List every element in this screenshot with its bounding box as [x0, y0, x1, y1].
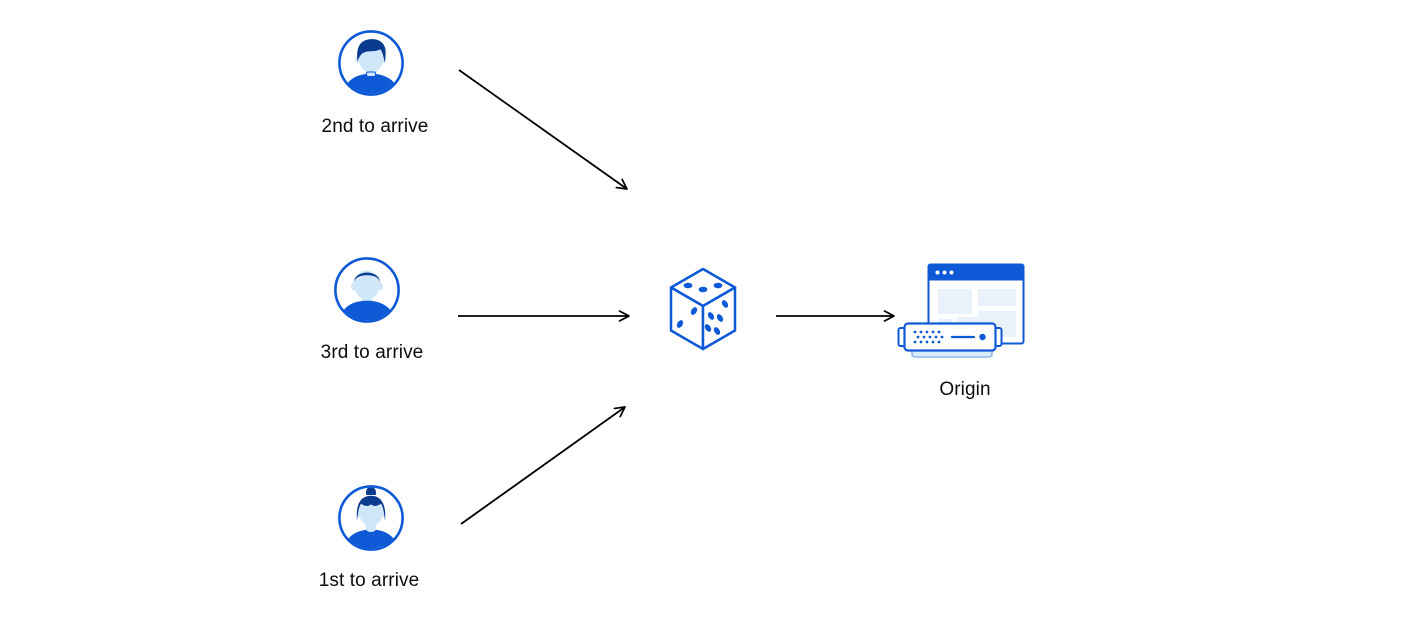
user-label-2nd: 2nd to arrive [321, 116, 429, 137]
hair [353, 272, 381, 283]
user-male-short-hair-avatar [334, 257, 400, 323]
server-indicator-dot [979, 333, 986, 341]
neckline [366, 528, 376, 532]
origin-label: Origin [939, 379, 991, 400]
server-body [903, 322, 997, 352]
browser-dots [935, 270, 954, 275]
dice-pips-right [704, 300, 729, 335]
user-female-bun-avatar [338, 485, 404, 551]
user-male-swept-hair-avatar [338, 30, 404, 96]
server-unit [897, 322, 1003, 358]
arrow-user2nd-to-dice [458, 69, 628, 190]
dice-pips-top [683, 282, 723, 293]
user-label-3rd: 3rd to arrive [320, 342, 424, 363]
hair [357, 39, 386, 63]
browser-title-bar [928, 264, 1024, 281]
dice-pips-left [676, 307, 698, 328]
hair-bun [366, 487, 376, 495]
user-label-1st: 1st to arrive [318, 570, 420, 591]
hair [356, 495, 386, 521]
arrow-user1st-to-dice [460, 406, 626, 525]
dice-cube [669, 267, 737, 351]
origin-server-browser-icon [897, 263, 1025, 358]
server-vents [913, 330, 944, 344]
dice-icon [669, 267, 737, 351]
collar [366, 71, 376, 77]
